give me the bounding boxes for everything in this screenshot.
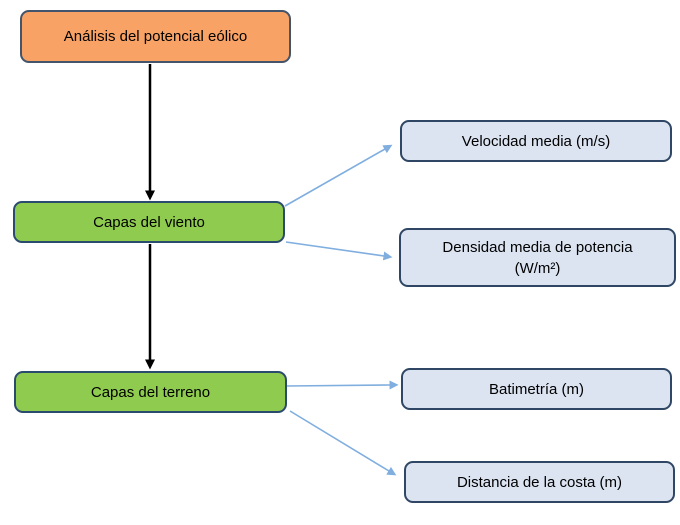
node-label: Batimetría (m) — [488, 380, 584, 398]
node-velocidad-media: Velocidad media (m/s) — [400, 120, 672, 162]
node-label: Velocidad media (m/s) — [461, 132, 611, 150]
node-analisis-del-potencial-eolico: Análisis del potencial eólico — [20, 10, 291, 63]
node-capas-del-terreno: Capas del terreno — [14, 371, 287, 413]
connector-wind-to-velocidad — [284, 144, 393, 207]
node-densidad-media-de-potencia: Densidad media de potencia (W/m²) — [399, 228, 676, 287]
node-label: Capas del viento — [93, 213, 205, 231]
node-capas-del-viento: Capas del viento — [13, 201, 285, 243]
node-label: Distancia de la costa (m) — [456, 473, 623, 491]
node-label: Capas del terreno — [90, 383, 211, 401]
connector-terrain-to-distancia — [289, 410, 397, 476]
node-label: Análisis del potencial eólico — [63, 28, 248, 45]
connector-terrain-to-batimetria — [286, 380, 399, 390]
node-batimetria: Batimetría (m) — [401, 368, 672, 410]
node-label: Densidad media de potencia (W/m²) — [442, 238, 633, 277]
connector-wind-to-densidad — [285, 241, 393, 261]
node-distancia-de-la-costa: Distancia de la costa (m) — [404, 461, 675, 503]
